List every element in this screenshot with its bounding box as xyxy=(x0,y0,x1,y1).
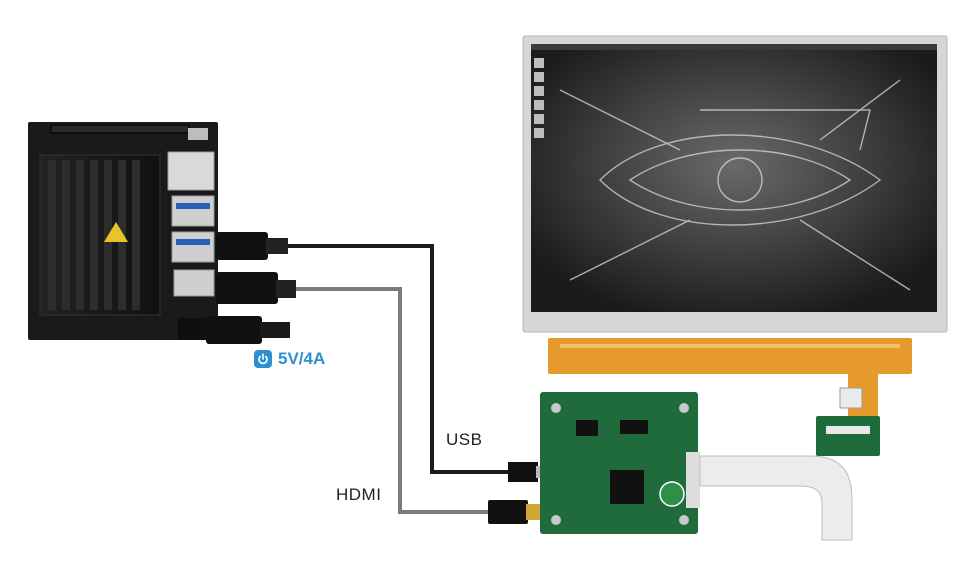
ethernet-port xyxy=(167,151,215,191)
warning-sticker-icon xyxy=(104,222,128,242)
driver-board xyxy=(540,392,700,534)
ffc-ribbon-cable xyxy=(699,387,880,541)
adapter-board xyxy=(816,416,880,456)
wallpaper-eye-graphic xyxy=(559,79,911,291)
jetson-nano-board xyxy=(28,122,218,340)
hdmi-label: HDMI xyxy=(336,485,382,504)
hdmi-port xyxy=(173,269,215,297)
micro-usb-port xyxy=(188,128,208,140)
power-label: 5V/4A xyxy=(254,349,325,369)
power-icon xyxy=(254,350,272,368)
usb-label: USB xyxy=(446,430,483,449)
power-cable xyxy=(206,316,290,344)
heatsink xyxy=(39,154,161,316)
e-ink-display xyxy=(522,35,948,420)
barrel-jack xyxy=(178,318,212,340)
display-fpc-ribbon xyxy=(548,338,912,374)
usb-port-2 xyxy=(171,231,215,263)
power-spec-text: 5V/4A xyxy=(278,349,326,368)
logo-icon xyxy=(659,481,685,507)
hdmi-cable xyxy=(216,272,540,524)
gpio-header xyxy=(50,124,190,134)
usb-port-1 xyxy=(171,195,215,227)
usb-cable xyxy=(216,232,548,482)
desktop-launcher xyxy=(534,58,544,138)
display-screen xyxy=(531,44,937,312)
